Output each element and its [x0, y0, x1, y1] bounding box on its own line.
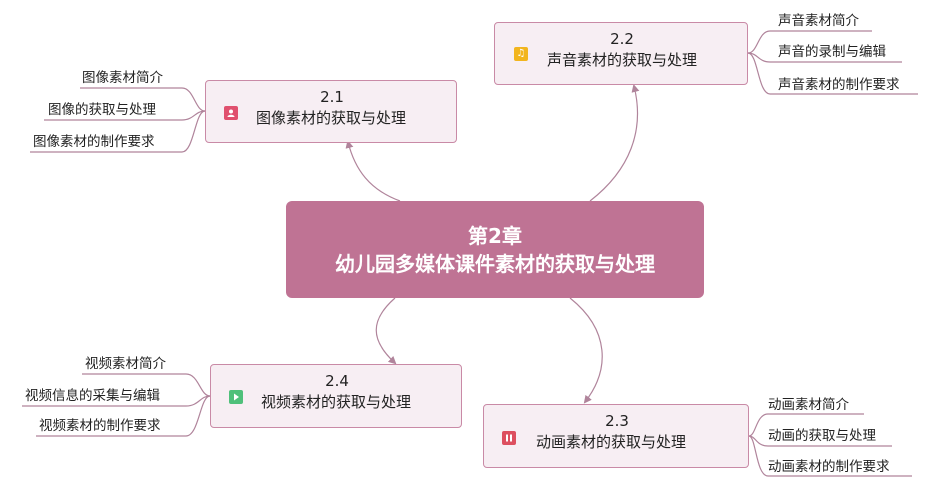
topic-2-4-title: 视频素材的获取与处理 [261, 393, 412, 411]
leaf-2-2-1[interactable]: 声音素材简介 [778, 13, 859, 29]
branch-2-4 [82, 373, 211, 397]
branch-2-3 [748, 413, 864, 437]
leaf-2-3-3[interactable]: 动画素材的制作要求 [768, 459, 890, 475]
portrait-icon [224, 106, 238, 120]
leaf-2-3-2[interactable]: 动画的获取与处理 [768, 428, 876, 444]
pause-icon [502, 431, 516, 445]
link-central-to-2-1 [345, 140, 401, 202]
central-topic-title: 幼儿园多媒体课件素材的获取与处理 [335, 251, 655, 276]
branch-2-2 [747, 30, 872, 54]
music-note-icon: ♫ [514, 47, 528, 61]
topic-2-2[interactable]: ♫ 2.2 声音素材的获取与处理 [494, 22, 748, 85]
leaf-2-4-3[interactable]: 视频素材的制作要求 [39, 418, 161, 434]
central-topic-chapter: 第2章 [468, 223, 522, 248]
topic-2-1-title: 图像素材的获取与处理 [256, 109, 407, 127]
topic-2-1-number: 2.1 [320, 88, 344, 106]
topic-2-1[interactable]: 2.1 图像素材的获取与处理 [205, 80, 457, 143]
link-central-to-2-2 [589, 84, 640, 202]
central-topic[interactable]: 第2章 幼儿园多媒体课件素材的获取与处理 [286, 201, 704, 298]
leaf-2-1-1[interactable]: 图像素材简介 [82, 70, 163, 86]
leaf-2-4-1[interactable]: 视频素材简介 [85, 356, 166, 372]
topic-2-2-number: 2.2 [610, 30, 634, 48]
topic-2-3-number: 2.3 [605, 412, 629, 430]
leaf-2-2-2[interactable]: 声音的录制与编辑 [778, 44, 886, 60]
link-central-to-2-4 [375, 297, 397, 365]
topic-2-3[interactable]: 2.3 动画素材的获取与处理 [483, 404, 749, 468]
topic-2-4-number: 2.4 [325, 372, 349, 390]
branch-2-1 [80, 87, 206, 112]
topic-2-4[interactable]: 2.4 视频素材的获取与处理 [210, 364, 462, 428]
topic-2-3-title: 动画素材的获取与处理 [536, 433, 687, 451]
link-central-to-2-3 [569, 297, 603, 404]
topic-2-2-title: 声音素材的获取与处理 [547, 51, 698, 69]
leaf-2-2-3[interactable]: 声音素材的制作要求 [778, 77, 900, 93]
leaf-2-4-2[interactable]: 视频信息的采集与编辑 [25, 388, 160, 404]
leaf-2-1-3[interactable]: 图像素材的制作要求 [33, 134, 155, 150]
leaf-2-3-1[interactable]: 动画素材简介 [768, 397, 849, 413]
play-icon [229, 390, 243, 404]
leaf-2-1-2[interactable]: 图像的获取与处理 [48, 102, 156, 118]
